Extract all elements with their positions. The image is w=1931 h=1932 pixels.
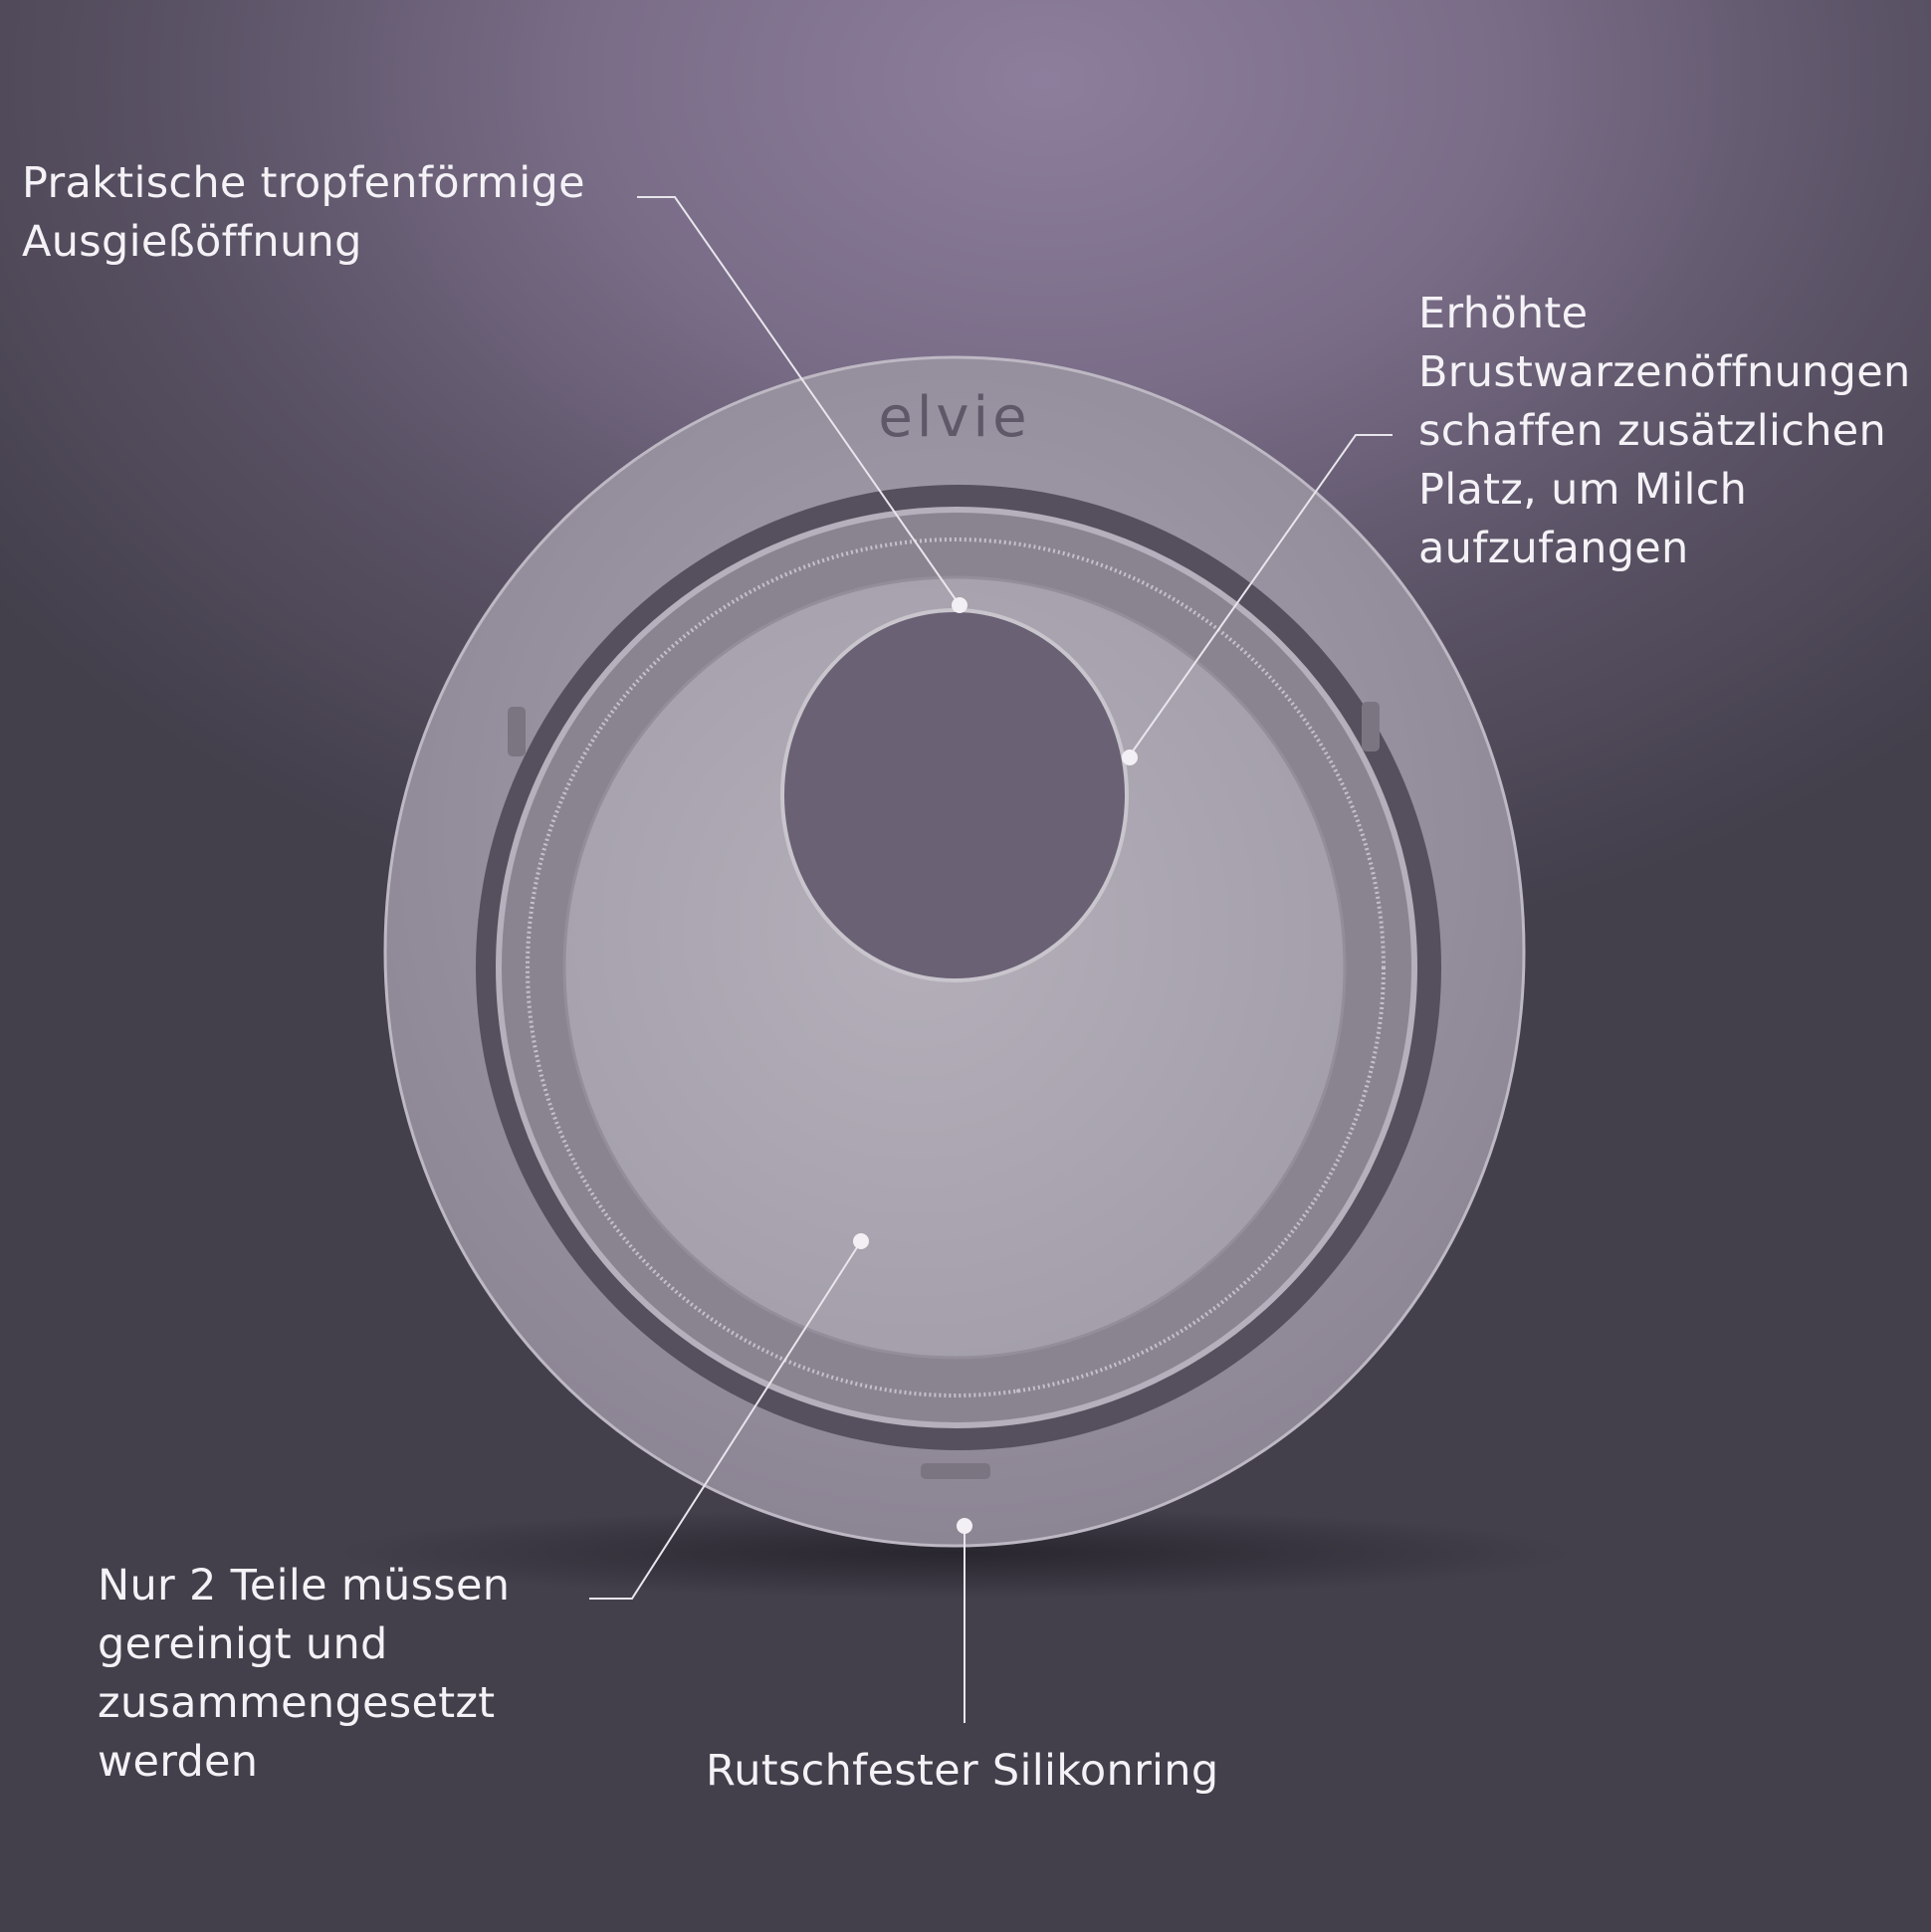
clip-left: [508, 707, 526, 756]
annotation-line: werden: [98, 1737, 259, 1787]
callout-line-nipple: [1129, 434, 1393, 756]
annotation-nipple: Erhöhte Brustwarzenöffnungen schaffen zu…: [1418, 285, 1911, 578]
annotation-line: Ausgießöffnung: [22, 217, 362, 267]
annotation-ring: Rutschfester Silikonring: [706, 1742, 1218, 1801]
clip-bottom: [921, 1463, 990, 1479]
callout-dot-ring: [957, 1518, 972, 1534]
callout-dot-spout: [952, 597, 967, 613]
elvie-logo: elvie: [878, 385, 1030, 450]
annotation-parts: Nur 2 Teile müssen gereinigt und zusamme…: [98, 1557, 510, 1792]
annotation-line: Nur 2 Teile müssen: [98, 1561, 511, 1610]
annotation-line: Brustwarzenöffnungen: [1418, 347, 1911, 397]
annotation-line: schaffen zusätzlichen: [1418, 406, 1887, 456]
annotation-line: Platz, um Milch: [1418, 465, 1748, 515]
callout-line-parts: [589, 1240, 862, 1600]
callout-line-spout: [637, 196, 961, 606]
callout-lines: [589, 196, 1393, 1723]
annotation-line: Erhöhte: [1418, 289, 1589, 338]
callout-dot-parts: [853, 1233, 869, 1249]
clip-right: [1362, 702, 1380, 751]
annotation-spout: Praktische tropfenförmige Ausgießöffnung: [22, 154, 585, 272]
callout-dot-nipple: [1122, 750, 1138, 765]
annotation-line: Praktische tropfenförmige: [22, 158, 585, 208]
annotation-line: gereinigt und: [98, 1619, 388, 1669]
nipple-opening: [780, 608, 1129, 982]
annotation-line: aufzufangen: [1418, 524, 1689, 573]
annotation-line: Rutschfester Silikonring: [706, 1746, 1219, 1796]
thread-ridges: [526, 537, 1386, 1397]
annotation-line: zusammengesetzt: [98, 1678, 496, 1728]
